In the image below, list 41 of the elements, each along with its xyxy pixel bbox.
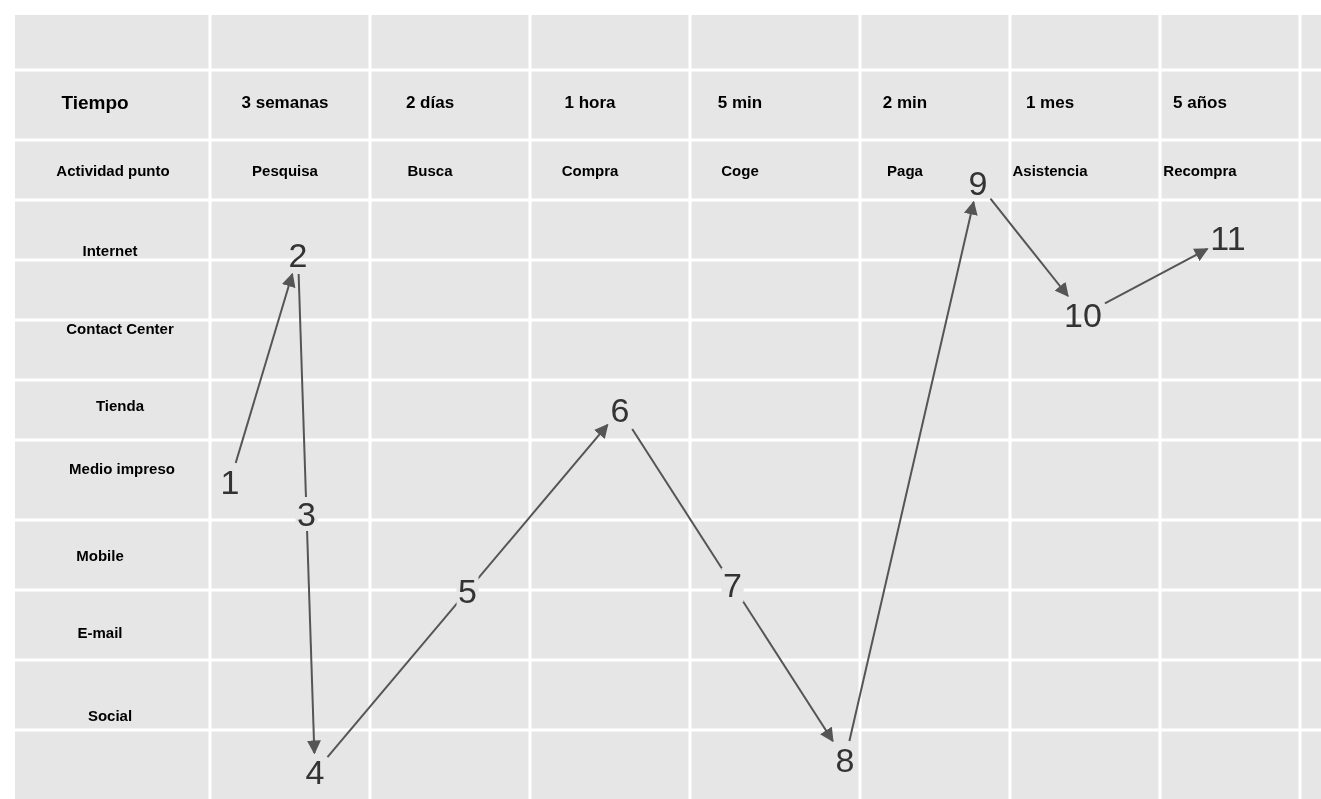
duration-label: 1 mes [1025, 93, 1075, 113]
arrow [631, 428, 834, 743]
step-number: 8 [832, 741, 858, 779]
stage-label: Pesquisa [252, 161, 318, 179]
stage-label: Recompra [1163, 161, 1237, 179]
stage-label: Asistencia [1012, 161, 1088, 179]
duration-label: 1 hora [564, 93, 616, 113]
arrow [297, 273, 321, 755]
stage-label: Paga [887, 161, 923, 179]
duration-label: 3 semanas [241, 93, 329, 113]
channel-label: Contact Center [66, 319, 174, 337]
step-number: 9 [965, 164, 991, 202]
edge-label: 7 [721, 568, 744, 602]
step-number: 6 [607, 391, 633, 429]
channel-label: E-mail [77, 623, 123, 641]
arrow [989, 197, 1069, 298]
edge-label: 5 [456, 574, 479, 608]
step-number: 4 [302, 753, 328, 791]
arrow [234, 272, 296, 464]
channel-label: Internet [82, 241, 138, 259]
step-number: 11 [1207, 219, 1249, 257]
stage-label: Coge [721, 161, 759, 179]
stage-label: Actividad punto [56, 161, 170, 179]
duration-label: 2 min [882, 93, 928, 113]
edge-label: 3 [295, 496, 318, 531]
duration-label: 2 días [405, 93, 455, 113]
duration-label: 5 años [1173, 93, 1227, 113]
duration-label: Tiempo [61, 92, 129, 114]
step-number: 2 [285, 236, 311, 274]
channel-label: Mobile [76, 546, 124, 564]
arrow [1103, 247, 1209, 305]
duration-label: 5 min [717, 93, 763, 113]
step-number: 10 [1061, 296, 1105, 334]
channel-label: Medio impreso [69, 459, 175, 477]
channel-label: Social [87, 706, 133, 724]
stage-label: Busca [407, 161, 453, 179]
stage-label: Compra [561, 161, 619, 179]
arrow [326, 423, 609, 759]
step-number: 1 [217, 463, 243, 501]
channel-label: Tienda [95, 396, 145, 414]
arrow [848, 200, 978, 742]
